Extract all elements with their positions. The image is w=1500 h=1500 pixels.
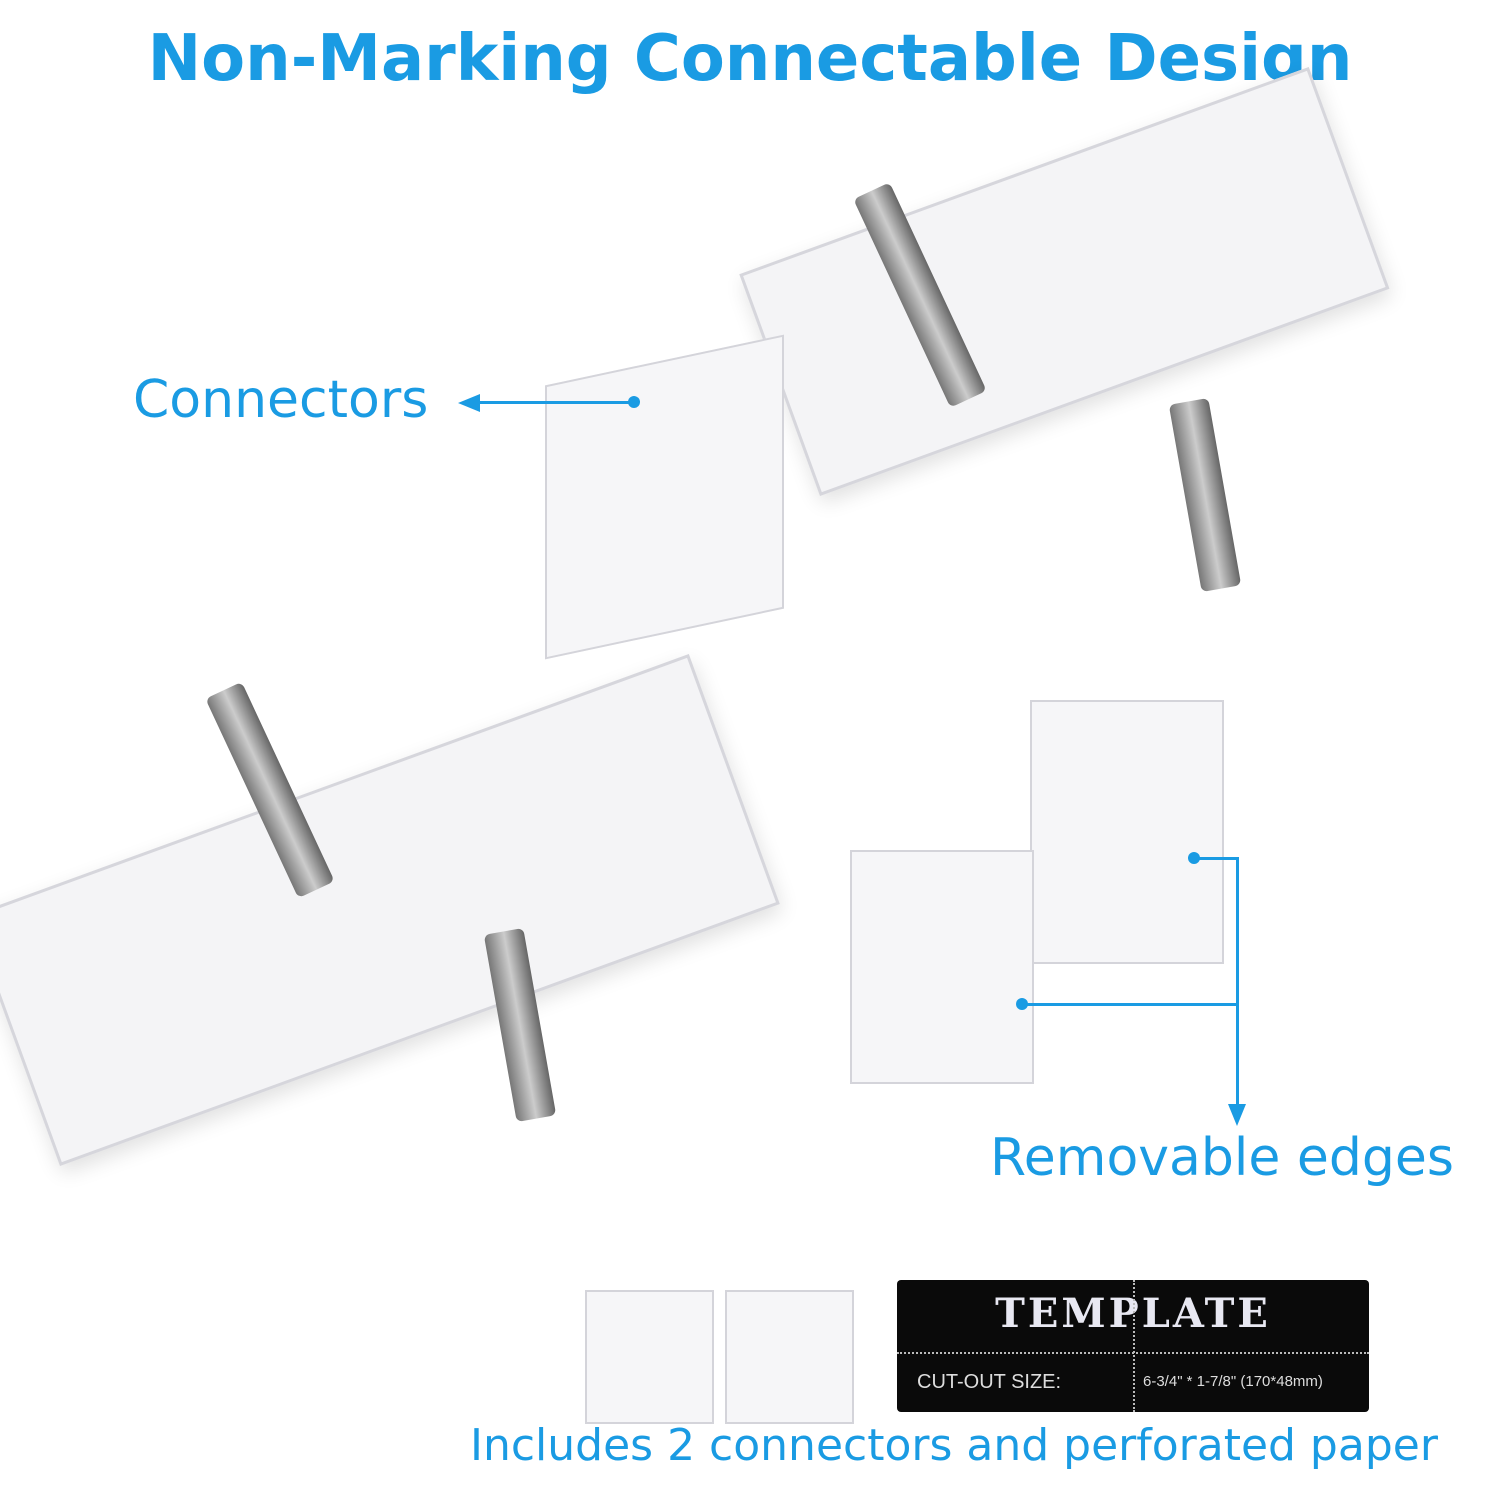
light-fixture-upper [739, 66, 1390, 497]
removable-edges-label: Removable edges [990, 1128, 1454, 1188]
template-paper: TEMPLATE CUT-OUT SIZE: 6-3/4" * 1-7/8" (… [897, 1280, 1369, 1412]
connector-callout-dot [628, 396, 640, 408]
connectors-arrow-line [470, 401, 635, 404]
removable-edge-part [1030, 700, 1224, 964]
perforation-line [1133, 1280, 1135, 1412]
connectors-label: Connectors [133, 370, 429, 430]
page-title: Non-Marking Connectable Design [147, 22, 1353, 96]
edge-callout-line [1194, 857, 1238, 860]
template-title: TEMPLATE [995, 1290, 1271, 1337]
connector-part [585, 1290, 714, 1424]
arrow-head-icon [1228, 1104, 1246, 1126]
spring-clip-icon [1168, 397, 1242, 593]
includes-caption: Includes 2 connectors and perforated pap… [470, 1420, 1438, 1471]
edge-callout-line [1236, 857, 1239, 1107]
connector-part [725, 1290, 854, 1424]
arrow-head-icon [458, 394, 480, 412]
edge-callout-line [1022, 1003, 1238, 1006]
connector-part [545, 334, 784, 660]
removable-edge-part [850, 850, 1034, 1084]
cutout-size-value: 6-3/4" * 1-7/8" (170*48mm) [1143, 1373, 1323, 1390]
cutout-size-label: CUT-OUT SIZE: [917, 1371, 1062, 1393]
light-fixture-lower [0, 654, 780, 1166]
